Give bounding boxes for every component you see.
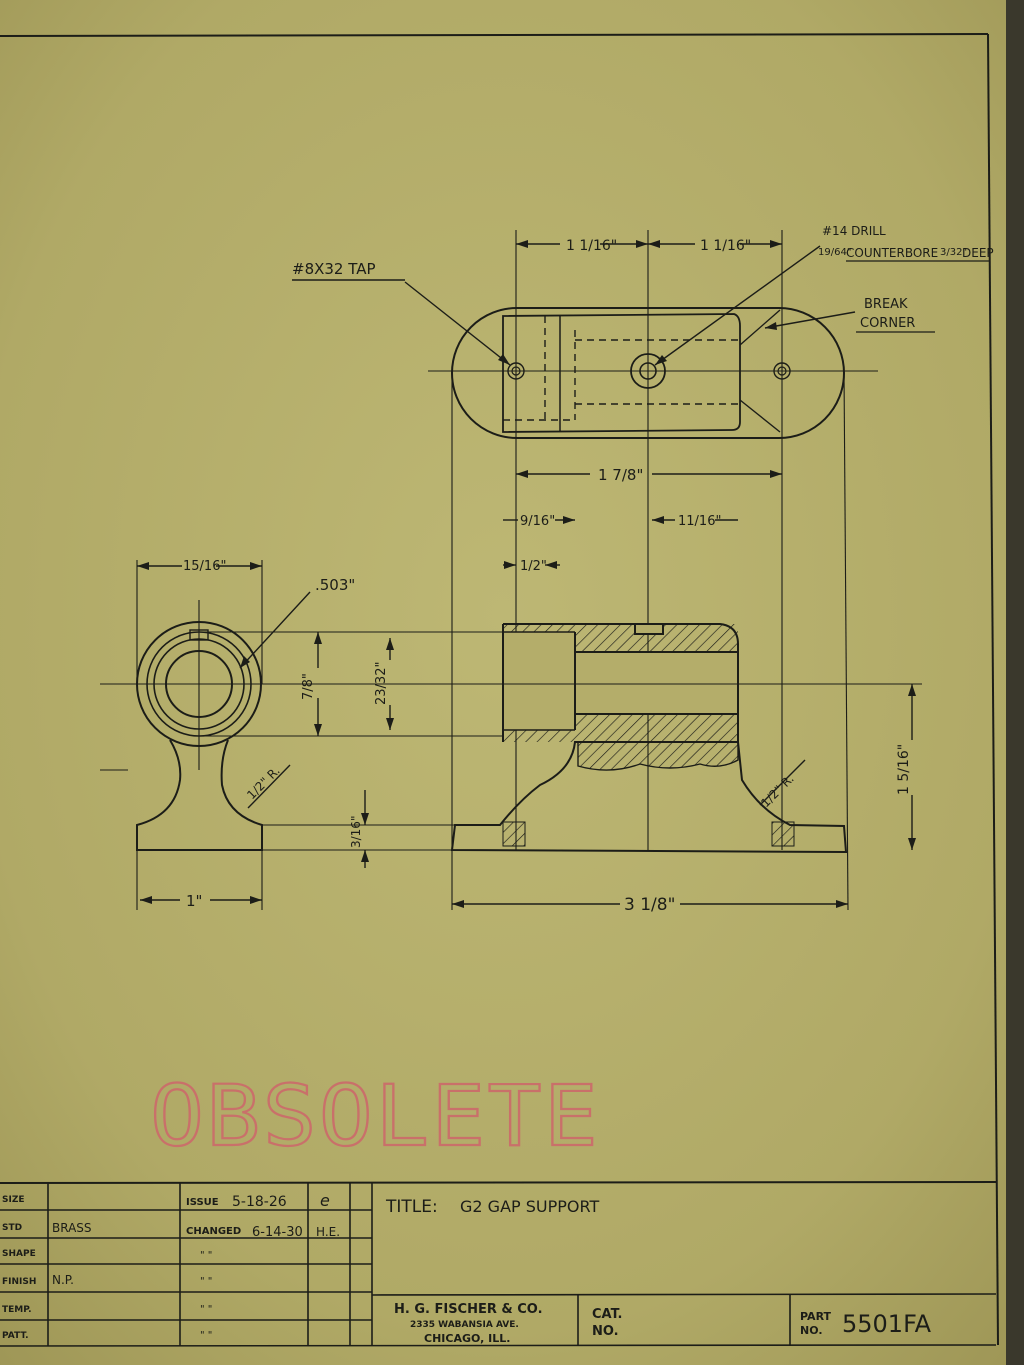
tb-ditto-4: " " xyxy=(200,1330,212,1341)
bore-callout: .503" xyxy=(315,576,355,594)
tb-ditto-2: " " xyxy=(200,1276,212,1287)
tb-value-material: BRASS xyxy=(52,1221,92,1235)
tb-changed-label: CHANGED xyxy=(186,1226,241,1237)
tb-issue-initial: e xyxy=(320,1191,330,1210)
tb-issue-date: 5-18-26 xyxy=(232,1194,287,1210)
dim-15-16: 15/16" xyxy=(183,559,226,574)
tb-label-finish: FINISH xyxy=(2,1277,36,1287)
side-view-centerlines xyxy=(100,560,922,910)
tb-label-shape: SHAPE xyxy=(2,1249,36,1259)
counterbore-depth: 3/32" xyxy=(940,247,967,258)
obsolete-stamp: OBSOLETE xyxy=(150,1067,600,1165)
tb-issue-label: ISSUE xyxy=(186,1197,219,1208)
dim-1-5-16: 1 5/16" xyxy=(896,744,912,795)
dim-top-left: 1 1/16" xyxy=(566,238,617,254)
tb-label-size: SIZE xyxy=(2,1195,25,1205)
tb-changed-initial: H.E. xyxy=(316,1225,340,1239)
counterbore-callout: COUNTERBORE xyxy=(846,246,938,260)
dim-overall: 3 1/8" xyxy=(624,895,675,915)
tb-title: G2 GAP SUPPORT xyxy=(460,1197,599,1216)
tb-label-patt: PATT. xyxy=(2,1331,29,1341)
break-corner-label-1: BREAK xyxy=(864,297,908,312)
dim-top-right: 1 1/16" xyxy=(700,238,751,254)
tb-cat-label-1: CAT. xyxy=(592,1307,622,1322)
title-block-grid xyxy=(0,1183,997,1347)
drill-callout: #14 DRILL xyxy=(822,224,886,238)
dim-1-2: 1/2" xyxy=(520,559,547,574)
top-view-centerlines xyxy=(428,230,878,911)
break-corner-label-2: CORNER xyxy=(860,316,915,331)
tb-part-label-2: NO. xyxy=(800,1324,823,1337)
dim-3-16: 3/16" xyxy=(349,816,363,848)
dim-7-8: 7/8" xyxy=(301,673,316,700)
counterbore-diameter: 19/64" xyxy=(818,247,851,258)
dim-1: 1" xyxy=(186,892,202,910)
tb-changed-date: 6-14-30 xyxy=(252,1225,303,1240)
dim-9-16: 9/16" xyxy=(520,514,555,529)
tb-part-label-1: PART xyxy=(800,1310,832,1323)
tb-title-label: TITLE: xyxy=(385,1197,438,1217)
dim-11-16: 11/16" xyxy=(678,514,721,529)
tb-label-temp: TEMP. xyxy=(2,1305,32,1315)
dim-mid-span: 1 7/8" xyxy=(598,466,643,484)
tb-company: H. G. FISCHER & CO. xyxy=(394,1302,543,1317)
title-block: SIZE STD BRASS SHAPE FINISH N.P. TEMP. P… xyxy=(2,1191,932,1345)
tap-callout: #8X32 TAP xyxy=(292,260,376,278)
deep-label: DEEP xyxy=(962,246,994,260)
front-view xyxy=(450,623,848,854)
dimension-arrowheads xyxy=(137,240,916,908)
tb-cat-label-2: NO. xyxy=(592,1324,619,1339)
tb-address: 2335 WABANSIA AVE. xyxy=(410,1320,519,1330)
tb-ditto-3: " " xyxy=(200,1304,212,1315)
tb-label-std: STD xyxy=(2,1223,22,1233)
tb-city: CHICAGO, ILL. xyxy=(424,1332,510,1345)
tb-value-finish: N.P. xyxy=(52,1273,74,1287)
tb-ditto-1: " " xyxy=(200,1250,212,1261)
tb-part-number: 5501FA xyxy=(842,1310,932,1338)
dim-23-32: 23/32" xyxy=(374,662,389,705)
sheet-border xyxy=(0,33,999,1346)
